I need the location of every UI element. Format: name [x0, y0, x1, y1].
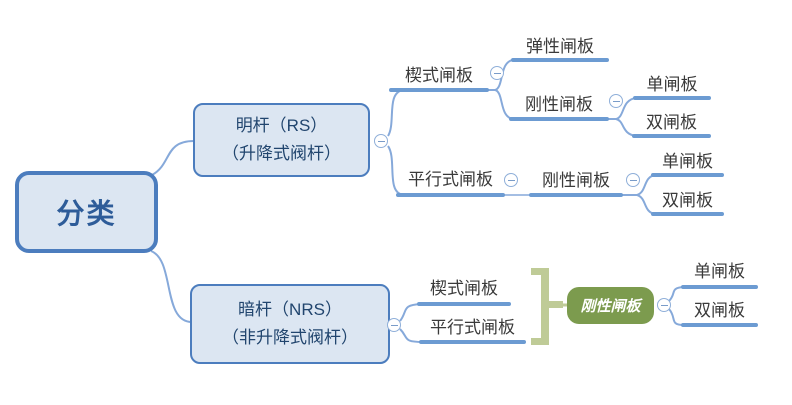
topic-rs-wedge-rigid-single[interactable]: 单闸板	[646, 75, 698, 94]
collapse-icon-summary-rigid[interactable]	[657, 298, 671, 312]
topic-summary-double[interactable]: 双闸板	[694, 301, 745, 320]
topic-summary-single[interactable]: 单闸板	[694, 262, 745, 281]
connector-nrs-wedge	[399, 303, 422, 322]
topic-rs-parallel-rigid[interactable]: 刚性闸板	[542, 171, 610, 190]
connector-nrs-parallel	[399, 328, 424, 343]
topic-nrs-parallel[interactable]: 平行式闸板	[430, 318, 515, 337]
connector-summary-double	[668, 308, 685, 326]
topic-rs-parallel-rigid-single[interactable]: 单闸板	[662, 152, 713, 171]
minus-glyph	[507, 179, 515, 181]
root-topic[interactable]: 分类	[15, 171, 158, 253]
topic-nrs-label-line1: 暗杆（NRS）	[238, 300, 342, 319]
minus-glyph	[612, 100, 620, 102]
topic-rs-label-line1: 明杆（RS）	[235, 116, 328, 135]
collapse-icon-rs-wedge-rigid[interactable]	[609, 94, 623, 108]
topic-rs-wedge[interactable]: 楔式闸板	[405, 66, 473, 85]
collapse-icon-rs[interactable]	[374, 134, 388, 148]
topic-nrs-label-line2: （非升降式阀杆）	[222, 328, 358, 347]
topic-rs-label-line2: （升降式阀杆）	[222, 144, 341, 163]
connector-summary-single	[668, 286, 685, 302]
collapse-icon-rs-parallel[interactable]	[504, 173, 518, 187]
topic-rs-wedge-rigid[interactable]: 刚性闸板	[525, 95, 593, 114]
minus-glyph	[377, 140, 385, 142]
minus-glyph	[660, 304, 668, 306]
topic-summary-rigid-label: 刚性闸板	[580, 298, 641, 315]
topic-rs-wedge-elastic[interactable]: 弹性闸板	[526, 37, 594, 56]
collapse-icon-rs-parallel-rigid[interactable]	[626, 173, 640, 187]
topic-rs-wedge-rigid-double[interactable]: 双闸板	[646, 113, 697, 132]
topic-nrs[interactable]: 暗杆（NRS） （非升降式阀杆）	[190, 284, 390, 364]
collapse-icon-rs-wedge[interactable]	[490, 66, 504, 80]
topic-rs-parallel[interactable]: 平行式闸板	[408, 170, 493, 189]
topic-summary-rigid[interactable]: 刚性闸板	[567, 287, 654, 324]
minus-glyph	[390, 324, 398, 326]
root-topic-label: 分类	[56, 198, 117, 229]
topic-rs-parallel-rigid-double[interactable]: 双闸板	[662, 191, 713, 210]
collapse-icon-nrs[interactable]	[387, 318, 401, 332]
connector-root-rs	[151, 140, 195, 176]
connector-rs-wedge	[387, 89, 404, 137]
minus-glyph	[493, 72, 501, 74]
connector-root-nrs	[150, 250, 193, 323]
topic-rs[interactable]: 明杆（RS） （升降式阀杆）	[193, 103, 370, 177]
connector-rigid1-double	[615, 118, 637, 137]
summary-bracket	[531, 268, 563, 345]
topic-nrs-wedge[interactable]: 楔式闸板	[430, 279, 498, 298]
minus-glyph	[629, 179, 637, 181]
